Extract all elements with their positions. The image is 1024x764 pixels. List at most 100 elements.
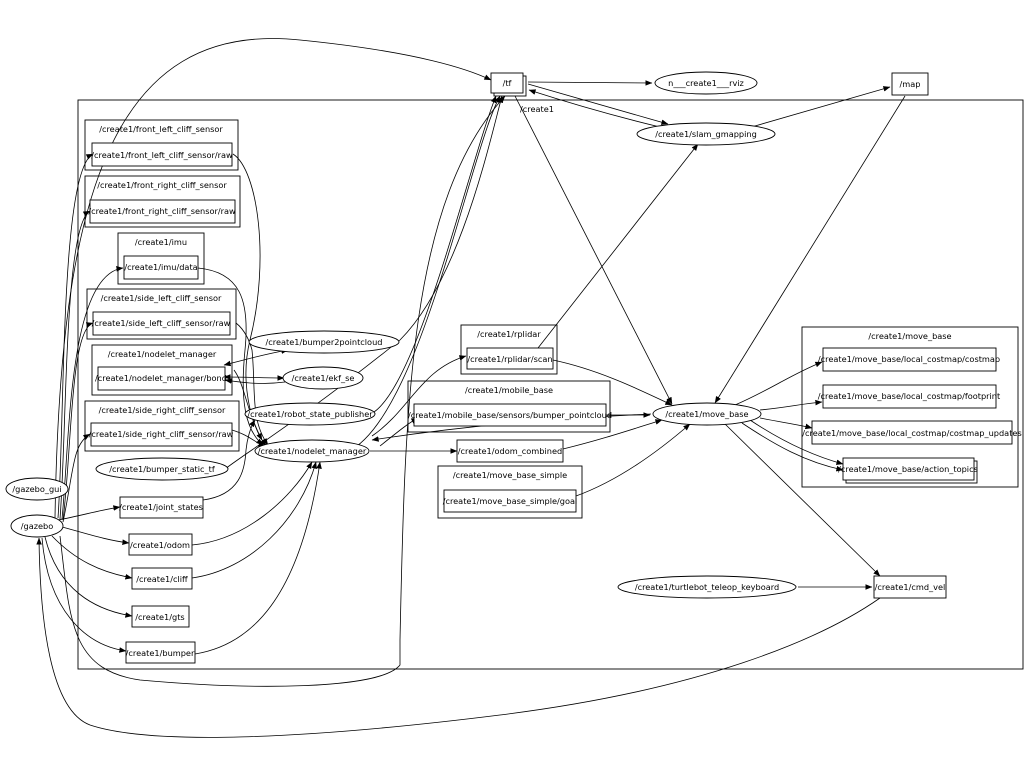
svg-text:/create1/bumper: /create1/bumper (126, 648, 195, 658)
node-bumper-static-tf[interactable]: /create1/bumper_static_tf (95, 457, 229, 481)
node-gazebo[interactable]: /gazebo (10, 514, 64, 538)
cluster-side-right-cliff-sensor: /create1/side_right_cliff_sensor (84, 400, 240, 452)
edge-nodelet-scan (371, 355, 467, 437)
topic-bumper-pointcloud[interactable]: /create1/mobile_base/sensors/bumper_poin… (408, 403, 612, 427)
topic-move-base-simple-goal[interactable]: /create1/move_base_simple/goal (443, 489, 578, 513)
cluster-front-left-label: /create1/front_left_cliff_sensor (99, 124, 223, 134)
svg-text:/create1/cmd_vel: /create1/cmd_vel (875, 582, 946, 592)
node-gazebo-gui[interactable]: /gazebo_gui (5, 477, 69, 501)
svg-text:/create1/bumper2pointcloud: /create1/bumper2pointcloud (266, 337, 383, 347)
edge-scan-slam (537, 143, 699, 349)
svg-text:/create1/move_base/local_costm: /create1/move_base/local_costmap/costmap… (802, 428, 1021, 438)
cluster-create1: /create1 (77, 99, 1024, 670)
cluster-mobile-base-label: /create1/mobile_base (465, 385, 553, 395)
svg-text:/create1/nodelet_manager/bond: /create1/nodelet_manager/bond (95, 373, 227, 383)
cluster-move-base-label: /create1/move_base (868, 331, 951, 341)
edge-move-base-costmap (734, 361, 823, 406)
svg-text:n___create1___rviz: n___create1___rviz (668, 78, 744, 88)
edge-goal-move-base (575, 423, 691, 497)
edge-gazebo-loop (59, 535, 401, 687)
topic-side-left-raw[interactable]: /create1/side_left_cliff_sensor/raw (92, 311, 231, 336)
topic-bumper[interactable]: /create1/bumper (125, 641, 196, 664)
svg-text:/create1/ekf_se: /create1/ekf_se (292, 373, 355, 383)
node-slam-gmapping[interactable]: /create1/slam_gmapping (636, 122, 776, 146)
cluster-move-base-simple-label: /create1/move_base_simple (453, 470, 567, 480)
svg-text:/create1/move_base: /create1/move_base (665, 409, 748, 419)
edge-cliff-nodelet (191, 461, 317, 579)
svg-text:/gazebo: /gazebo (21, 521, 54, 531)
cluster-front-right-label: /create1/front_right_cliff_sensor (97, 180, 227, 190)
node-robot-state-publisher[interactable]: /create1/robot_state_publisher (244, 402, 376, 426)
topic-nodelet-bond[interactable]: /create1/nodelet_manager/bond (95, 366, 227, 391)
topic-front-right-raw[interactable]: /create1/front_right_cliff_sensor/raw (88, 199, 236, 224)
edge-gazebo-gts (44, 536, 133, 618)
topic-local-costmap[interactable]: /create1/move_base/local_costmap/costmap (818, 347, 1000, 372)
edge-odom-combined-move-base (562, 419, 663, 450)
edge-move-base-updates (759, 417, 813, 430)
edge-scan-move-base (552, 359, 673, 406)
topic-move-base-action-topics[interactable]: /create1/move_base/action_topics (838, 457, 978, 484)
svg-text:/create1/mobile_base/sensors/b: /create1/mobile_base/sensors/bumper_poin… (408, 410, 612, 420)
cluster-move-base: /create1/move_base (801, 326, 1019, 488)
svg-text:/create1/nodelet_manager: /create1/nodelet_manager (258, 446, 367, 456)
topic-map[interactable]: /map (891, 72, 929, 96)
svg-text:/create1/cliff: /create1/cliff (136, 574, 188, 584)
cluster-move-base-simple: /create1/move_base_simple (437, 465, 583, 519)
svg-text:/create1/bumper_static_tf: /create1/bumper_static_tf (109, 464, 216, 474)
node-turtlebot-teleop-keyboard[interactable]: /create1/turtlebot_teleop_keyboard (617, 575, 797, 599)
edge-ekf-bond (224, 378, 286, 384)
edge-long-tf (399, 95, 506, 641)
svg-text:/create1/robot_state_publisher: /create1/robot_state_publisher (247, 409, 373, 419)
svg-text:/tf: /tf (503, 78, 513, 88)
edge-gazebo-imu (61, 266, 124, 520)
topic-front-left-raw[interactable]: /create1/front_left_cliff_sensor/raw (91, 142, 233, 167)
topic-local-costmap-updates[interactable]: /create1/move_base/local_costmap/costmap… (802, 420, 1022, 445)
cluster-side-left-label: /create1/side_left_cliff_sensor (101, 293, 222, 303)
edge-gazebo-cliff (51, 535, 133, 580)
node-nodelet-manager[interactable]: /create1/nodelet_manager (254, 439, 370, 463)
svg-text:/create1/gts: /create1/gts (135, 612, 184, 622)
topic-gts[interactable]: /create1/gts (131, 605, 190, 628)
edge-front-left-nodelet (232, 153, 267, 447)
svg-text:/create1/turtlebot_teleop_keyb: /create1/turtlebot_teleop_keyboard (635, 582, 779, 592)
cluster-nodelet-manager: /create1/nodelet_manager (91, 344, 233, 396)
edge-gazebo-front-right (59, 210, 91, 520)
topic-cliff[interactable]: /create1/cliff (131, 567, 193, 590)
topic-imu-data[interactable]: /create1/imu/data (123, 255, 199, 280)
edge-move-base-actions-b (741, 422, 844, 472)
edge-gazebo-side-right (62, 433, 91, 523)
svg-text:/map: /map (900, 79, 921, 89)
topic-local-costmap-footprint[interactable]: /create1/move_base/local_costmap/footpri… (818, 384, 1001, 409)
edge-gazebo-joint-states (57, 505, 121, 521)
svg-text:/create1/front_left_cliff_sens: /create1/front_left_cliff_sensor/raw (91, 150, 233, 160)
edge-gazebo-odom (61, 526, 130, 545)
topic-odom-combined[interactable]: /create1/odom_combined (456, 439, 564, 463)
svg-text:/create1/joint_states: /create1/joint_states (119, 502, 203, 512)
node-bumper2pointcloud[interactable]: /create1/bumper2pointcloud (248, 330, 400, 354)
edge-move-base-footprint (759, 399, 823, 411)
edge-move-base-actions-a (749, 419, 844, 465)
node-move-base[interactable]: /create1/move_base (652, 402, 762, 426)
cluster-side-left-cliff-sensor: /create1/side_left_cliff_sensor (86, 288, 237, 340)
cluster-mobile-base: /create1/mobile_base (407, 380, 611, 433)
edge-nodelet-tf (346, 95, 501, 453)
topic-side-right-raw[interactable]: /create1/side_right_cliff_sensor/raw (89, 422, 234, 447)
edge-tf-move-base (514, 95, 673, 405)
edge-map-move-base (714, 95, 906, 404)
topic-rplidar-scan[interactable]: /create1/rplidar/scan (466, 347, 554, 370)
svg-text:/create1/move_base_simple/goal: /create1/move_base_simple/goal (443, 496, 578, 506)
svg-text:/create1/move_base/local_costm: /create1/move_base/local_costmap/footpri… (818, 391, 1001, 401)
cluster-front-left-cliff-sensor: /create1/front_left_cliff_sensor (84, 119, 239, 171)
topic-joint-states[interactable]: /create1/joint_states (119, 496, 204, 519)
svg-text:/create1/rplidar/scan: /create1/rplidar/scan (467, 354, 552, 364)
cluster-create1-label: /create1 (520, 104, 554, 114)
node-ekf-se[interactable]: /create1/ekf_se (282, 366, 364, 390)
edge-gazebo-tf (54, 38, 492, 519)
topic-tf[interactable]: /tf (490, 72, 527, 97)
topic-cmd-vel[interactable]: /create1/cmd_vel (873, 575, 947, 599)
topic-odom[interactable]: /create1/odom (128, 533, 193, 556)
svg-text:/create1/odom_combined: /create1/odom_combined (458, 446, 562, 456)
node-rviz[interactable]: n___create1___rviz (654, 71, 758, 95)
edge-slam-tf (528, 89, 661, 128)
